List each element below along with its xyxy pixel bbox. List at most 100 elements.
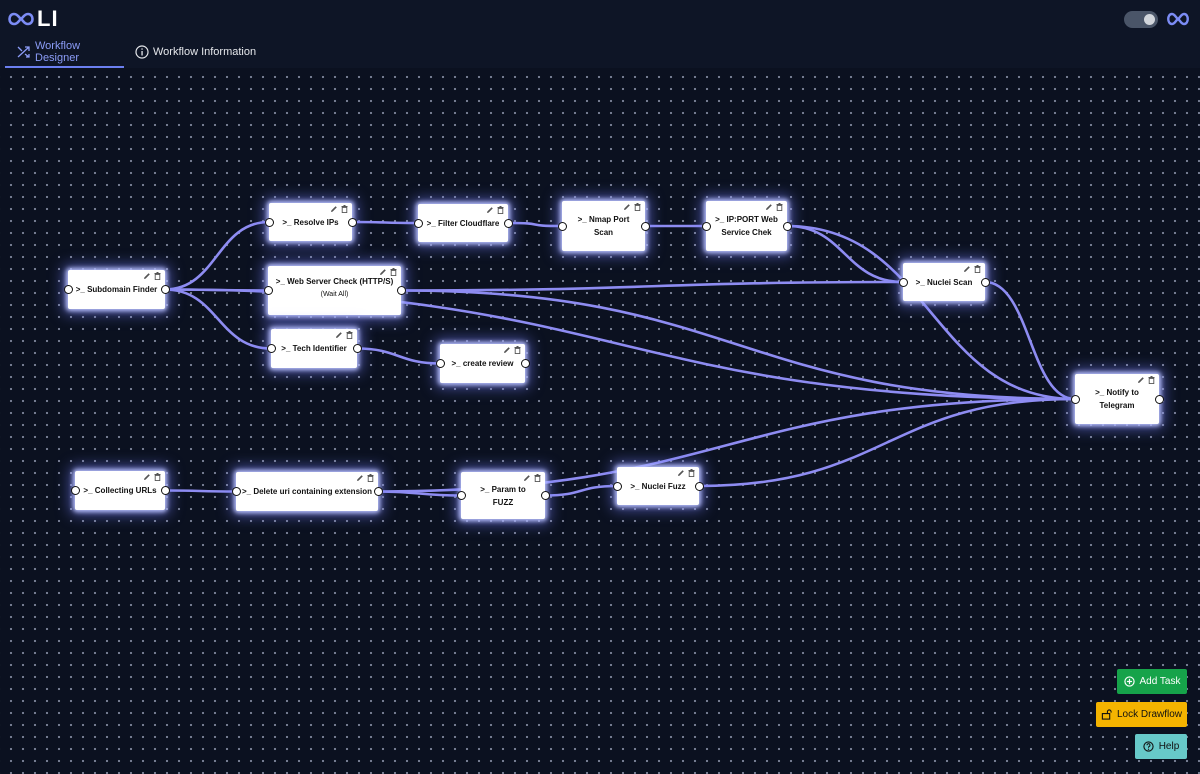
question-circle-icon <box>1143 741 1154 752</box>
terminal-prefix: >_ <box>715 215 725 224</box>
trash-icon[interactable] <box>390 268 397 276</box>
output-port[interactable] <box>640 221 650 231</box>
add-task-button[interactable]: Add Task <box>1117 669 1187 694</box>
trash-icon[interactable] <box>367 474 374 482</box>
pencil-icon[interactable] <box>1137 376 1145 384</box>
node-label: >_ IP:PORT Web Service Chek <box>715 213 778 239</box>
trash-icon[interactable] <box>154 272 161 280</box>
output-port[interactable] <box>520 359 530 368</box>
node-tech-identifier[interactable]: >_ Tech Identifier <box>271 329 357 368</box>
trash-icon[interactable] <box>634 203 641 211</box>
trash-icon[interactable] <box>1148 376 1155 384</box>
input-port[interactable] <box>413 218 423 228</box>
node-label: >_ Filter Cloudflare <box>427 217 500 230</box>
node-label: >_ Collecting URLs <box>83 484 156 497</box>
pencil-icon[interactable] <box>677 469 685 477</box>
input-port[interactable] <box>70 486 80 495</box>
input-port[interactable] <box>63 285 73 294</box>
lock-drawflow-button[interactable]: Lock Drawflow <box>1096 702 1187 727</box>
trash-icon[interactable] <box>341 205 348 213</box>
output-port[interactable] <box>694 481 704 491</box>
trash-icon[interactable] <box>346 331 353 339</box>
node-title: Delete uri containing extension <box>253 487 373 496</box>
node-label: >_ Nuclei Scan <box>916 276 973 289</box>
trash-icon[interactable] <box>534 474 541 482</box>
pencil-icon[interactable] <box>523 474 531 482</box>
output-port[interactable] <box>160 486 170 495</box>
trash-icon[interactable] <box>688 469 695 477</box>
tab-workflow-information[interactable]: Workflow Information <box>133 38 256 66</box>
tab-workflow-designer[interactable]: Workflow Designer <box>5 38 124 68</box>
node-title: Collecting URLs <box>94 486 157 495</box>
add-task-label: Add Task <box>1139 676 1181 687</box>
input-port[interactable] <box>264 217 274 227</box>
trash-icon[interactable] <box>497 206 504 214</box>
input-port[interactable] <box>435 359 445 368</box>
input-port[interactable] <box>266 344 276 353</box>
trash-icon[interactable] <box>776 203 783 211</box>
pencil-icon[interactable] <box>623 203 631 211</box>
output-port[interactable] <box>503 218 513 228</box>
lock-drawflow-label: Lock Drawflow <box>1116 709 1183 720</box>
node-ip-port-web-service[interactable]: >_ IP:PORT Web Service Chek <box>706 201 787 251</box>
input-port[interactable] <box>612 481 622 491</box>
pencil-icon[interactable] <box>379 268 387 276</box>
node-filter-cloudflare[interactable]: >_ Filter Cloudflare <box>418 204 508 242</box>
node-nuclei-fuzz[interactable]: >_ Nuclei Fuzz <box>617 467 699 505</box>
node-param-to-fuzz[interactable]: >_ Param to FUZZ <box>461 472 545 519</box>
node-nmap-port-scan[interactable]: >_ Nmap Port Scan <box>562 201 645 251</box>
trash-icon[interactable] <box>154 473 161 481</box>
output-port[interactable] <box>347 217 357 227</box>
node-label: >_ Param to FUZZ <box>480 483 526 509</box>
node-title: Subdomain Finder <box>87 285 158 294</box>
infinity-icon[interactable] <box>1166 9 1190 29</box>
node-title: Notify to Telegram <box>1099 388 1139 410</box>
node-label: >_ Resolve IPs <box>282 216 338 229</box>
terminal-prefix: >_ <box>1095 388 1105 397</box>
output-port[interactable] <box>396 286 406 295</box>
node-nuclei-scan[interactable]: >_ Nuclei Scan <box>903 263 985 301</box>
output-port[interactable] <box>540 491 550 500</box>
input-port[interactable] <box>701 221 711 231</box>
output-port[interactable] <box>782 221 792 231</box>
node-subdomain-finder[interactable]: >_ Subdomain Finder <box>68 270 165 309</box>
input-port[interactable] <box>557 221 567 231</box>
pencil-icon[interactable] <box>963 265 971 273</box>
node-title: IP:PORT Web Service Chek <box>721 215 778 237</box>
input-port[interactable] <box>456 491 466 500</box>
node-resolve-ips[interactable]: >_ Resolve IPs <box>269 203 352 241</box>
input-port[interactable] <box>263 286 273 295</box>
output-port[interactable] <box>373 487 383 496</box>
trash-icon[interactable] <box>514 346 521 354</box>
toggle-knob <box>1144 14 1155 25</box>
pencil-icon[interactable] <box>765 203 773 211</box>
node-notify-telegram[interactable]: >_ Notify to Telegram <box>1075 374 1159 424</box>
pencil-icon[interactable] <box>330 205 338 213</box>
output-port[interactable] <box>1154 394 1164 404</box>
trash-icon[interactable] <box>974 265 981 273</box>
output-port[interactable] <box>160 285 170 294</box>
output-port[interactable] <box>352 344 362 353</box>
node-web-server-check[interactable]: >_ Web Server Check (HTTP/S)(Wait All) <box>268 266 401 315</box>
pencil-icon[interactable] <box>335 331 343 339</box>
theme-toggle[interactable] <box>1124 11 1158 28</box>
pencil-icon[interactable] <box>143 272 151 280</box>
input-port[interactable] <box>898 277 908 287</box>
pencil-icon[interactable] <box>356 474 364 482</box>
input-port[interactable] <box>1070 394 1080 404</box>
workflow-canvas[interactable] <box>0 68 1200 774</box>
pencil-icon[interactable] <box>486 206 494 214</box>
output-port[interactable] <box>980 277 990 287</box>
pencil-icon[interactable] <box>143 473 151 481</box>
help-button[interactable]: Help <box>1135 734 1187 759</box>
plus-circle-icon <box>1123 676 1135 687</box>
pencil-icon[interactable] <box>503 346 511 354</box>
node-label: >_ create review <box>451 357 513 370</box>
app-logo[interactable]: LI <box>6 6 66 32</box>
node-collecting-urls[interactable]: >_ Collecting URLs <box>75 471 165 510</box>
input-port[interactable] <box>231 487 241 496</box>
node-create-review[interactable]: >_ create review <box>440 344 525 383</box>
node-delete-uri-ext[interactable]: >_ Delete uri containing extension <box>236 472 378 511</box>
top-bar: LI <box>0 0 1200 39</box>
terminal-prefix: >_ <box>577 215 587 224</box>
